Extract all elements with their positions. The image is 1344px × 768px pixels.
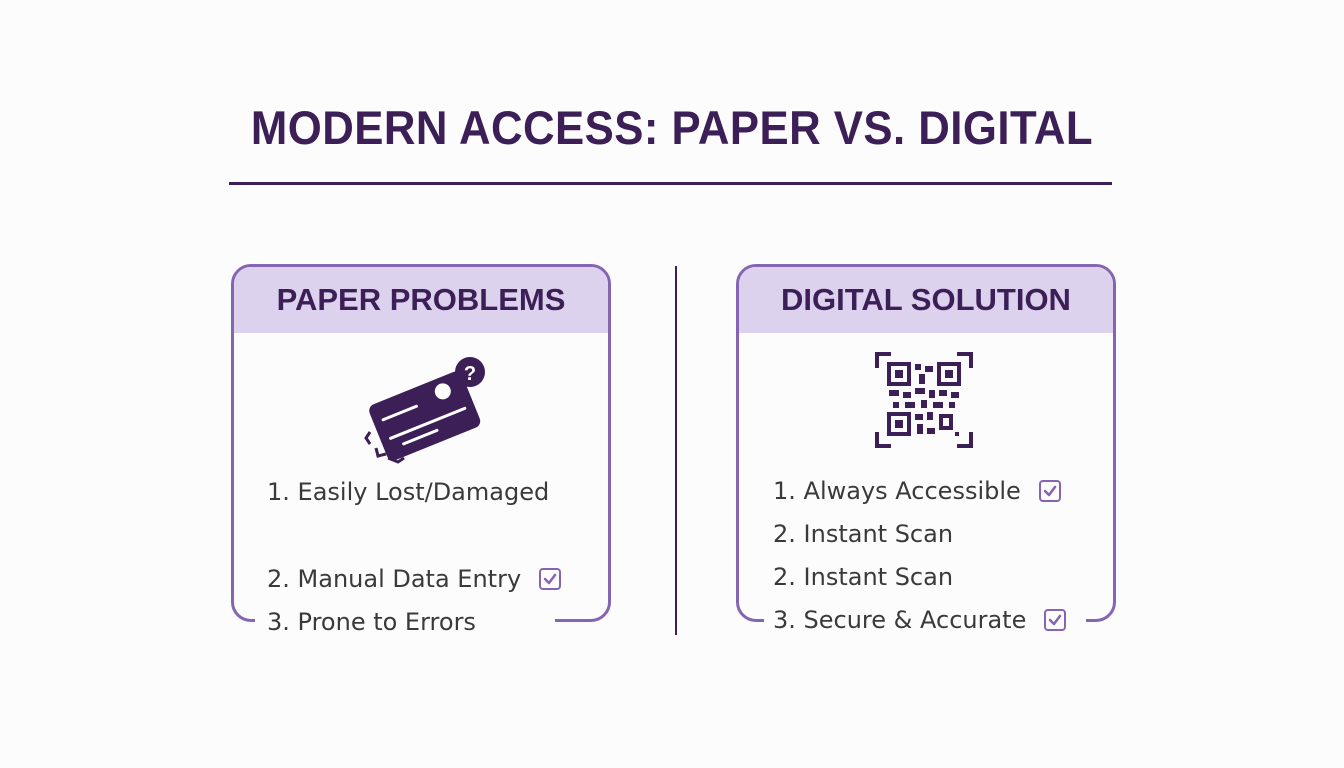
- checkbox-icon[interactable]: [539, 568, 562, 590]
- checkbox-icon[interactable]: [1038, 480, 1061, 502]
- vertical-divider: [675, 266, 677, 635]
- page-title: MODERN ACCESS: PAPER VS. DIGITAL: [250, 101, 1094, 154]
- border-gap: [355, 618, 555, 626]
- item-label: 3. Prone to Errors: [267, 608, 476, 636]
- border-gap: [255, 618, 355, 626]
- digital-solution-card: DIGITAL SOLUTION: [736, 264, 1116, 626]
- qr-code-icon: [875, 352, 973, 452]
- card-heading: DIGITAL SOLUTION: [739, 267, 1113, 333]
- title-underline: [229, 182, 1112, 185]
- list-item: 1. Easily Lost/Damaged: [267, 478, 549, 506]
- item-label: 1. Easily Lost/Damaged: [267, 478, 550, 506]
- item-label: 2. Instant Scan: [773, 563, 954, 591]
- item-label: 1. Always Accessible: [773, 477, 1021, 505]
- list-item: 3. Prone to Errors: [267, 608, 476, 636]
- border-gap: [764, 618, 1086, 626]
- lost-card-icon: ?: [358, 350, 498, 469]
- item-label: 2. Manual Data Entry: [267, 565, 522, 593]
- list-item: 2. Manual Data Entry: [267, 565, 562, 593]
- list-item: 3. Secure & Accurate: [773, 606, 1067, 634]
- list-item: 2. Instant Scan: [773, 563, 953, 591]
- card-heading: PAPER PROBLEMS: [234, 267, 608, 333]
- checkbox-icon[interactable]: [1044, 609, 1067, 631]
- paper-problems-card: PAPER PROBLEMS: [231, 264, 611, 626]
- item-label: 3. Secure & Accurate: [773, 606, 1027, 634]
- item-label: 2. Instant Scan: [773, 520, 954, 548]
- list-item: 2. Instant Scan: [773, 520, 953, 548]
- list-item: 1. Always Accessible: [773, 477, 1061, 505]
- svg-text:?: ?: [464, 363, 476, 385]
